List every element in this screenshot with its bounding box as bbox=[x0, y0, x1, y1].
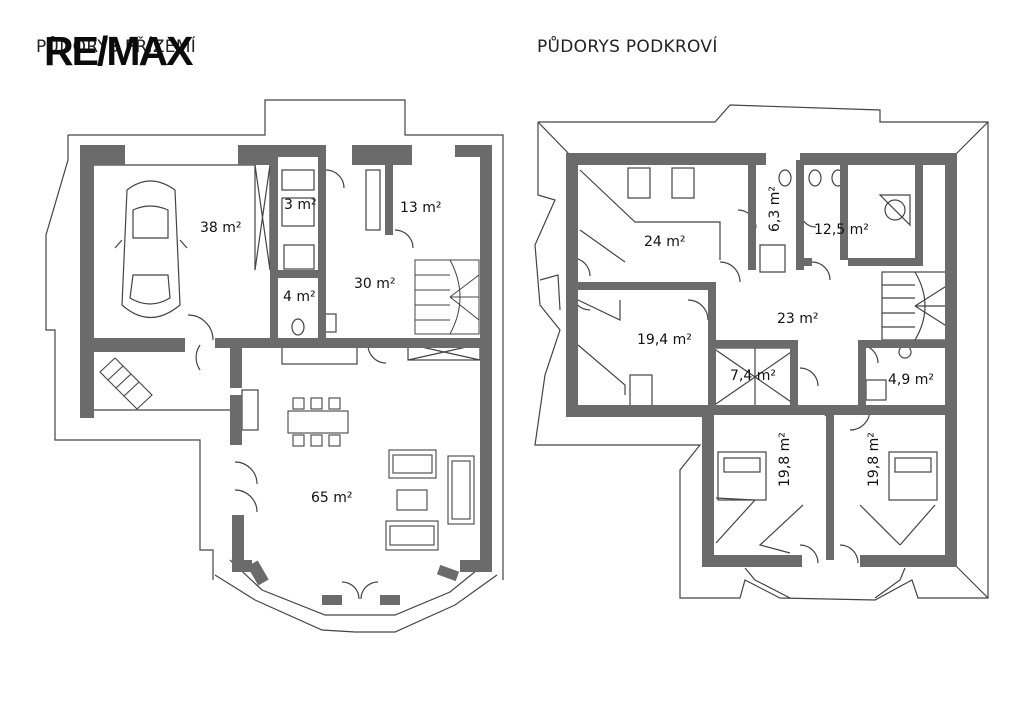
sofa-set-drawing bbox=[385, 449, 475, 551]
ground-room-labels: 38 m² 3 m² 13 m² 30 m² 4 m² 65 m² bbox=[200, 197, 442, 506]
room-area-label: 3 m² bbox=[284, 197, 317, 213]
room-area-label: 13 m² bbox=[400, 200, 442, 216]
attic-floor-title: PŮDORYS PODKROVÍ bbox=[537, 37, 718, 57]
room-area-label: 19,4 m² bbox=[637, 332, 692, 348]
dining-table-drawing bbox=[287, 397, 349, 447]
room-area-label: 23 m² bbox=[777, 311, 819, 327]
ground-floor-title: PŮDORYS PŘÍZEMÍ bbox=[36, 37, 197, 57]
car-drawing bbox=[114, 180, 188, 318]
room-area-label: 12,5 m² bbox=[814, 222, 869, 238]
remax-logo: RE/MAX bbox=[44, 28, 193, 74]
room-area-label: 4 m² bbox=[283, 289, 316, 305]
ground-floor-walls bbox=[80, 145, 492, 605]
room-area-label: 7,4 m² bbox=[730, 368, 776, 384]
attic-room-labels: 24 m² 6,3 m² 12,5 m² 23 m² 19,4 m² 7,4 m… bbox=[637, 186, 934, 487]
room-area-label: 24 m² bbox=[644, 234, 686, 250]
room-area-label: 4,9 m² bbox=[888, 372, 934, 388]
room-area-label: 6,3 m² bbox=[767, 186, 783, 232]
room-area-label: 38 m² bbox=[200, 220, 242, 236]
room-area-label: 65 m² bbox=[311, 490, 353, 506]
attic-floor-walls bbox=[566, 153, 957, 567]
room-area-label: 30 m² bbox=[354, 276, 396, 292]
room-area-label: 19,8 m² bbox=[777, 432, 793, 487]
lounger-drawing bbox=[99, 357, 153, 410]
room-area-label: 19,8 m² bbox=[866, 432, 882, 487]
